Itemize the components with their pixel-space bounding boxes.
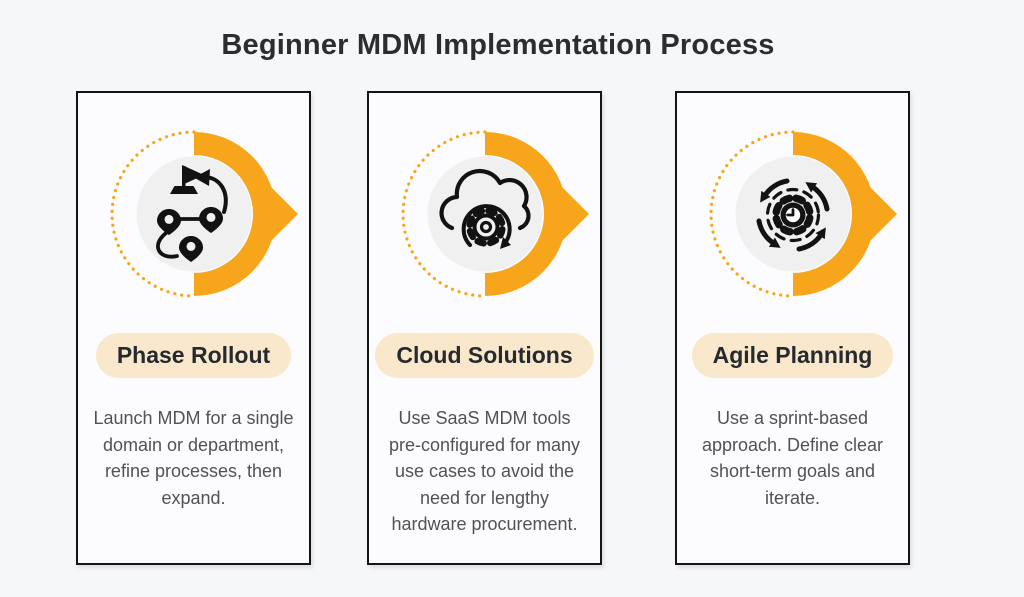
arrow-tip [866,184,897,244]
badge-agile-planning: Agile Planning [691,333,894,378]
cloud-gear-sync-icon [438,168,531,249]
card-cloud-solutions: Cloud Solutions Use SaaS MDM tools pre-c… [367,91,602,565]
description-cloud-solutions: Use SaaS MDM tools pre-configured for ma… [388,408,581,534]
description-agile-planning: Use a sprint-based approach. Define clea… [701,408,884,508]
card-agile-planning: Agile Planning Use a sprint-based approa… [675,91,910,565]
arrow-tip [267,184,298,244]
progress-arc [484,132,567,296]
badge-cloud-solutions: Cloud Solutions [375,333,594,378]
progress-arc [792,132,875,296]
agile-gear-clock-cycle-icon [756,178,829,252]
arrow-tip [558,184,589,244]
page-title: Beginner MDM Implementation Process [221,29,775,61]
description-phase-rollout: Launch MDM for a single domain or depart… [93,408,294,508]
step-emblem [400,130,589,298]
step-emblem [708,130,897,298]
badge-phase-rollout: Phase Rollout [95,333,292,378]
step-emblem [109,130,298,298]
progress-arc [193,132,276,296]
card-phase-rollout: Phase Rollout Launch MDM for a single do… [76,91,311,565]
route-flag-map-pins-icon [155,165,228,262]
